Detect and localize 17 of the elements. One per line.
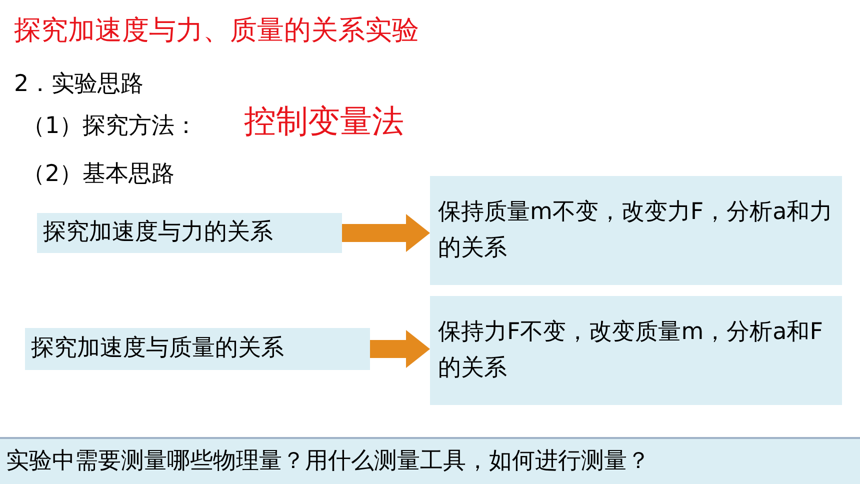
text-box [430,176,842,285]
box-text: 保持力F不变，改变质量m，分析a和F的关系 [438,318,824,382]
text-box [37,213,342,253]
text-box [430,296,842,405]
method-name: 控制变量法 [244,101,404,142]
box-text: 探究加速度与质量的关系 [31,334,284,364]
box-text: 保持质量m不变，改变力F，分析a和力的关系 [438,198,834,262]
section-label: 2．实验思路 [14,70,144,99]
block-arrow [370,330,430,368]
box-text: 实验中需要测量哪些物理量？用什么测量工具，如何进行测量？ [6,446,650,476]
text-box [25,328,370,370]
box-text: 探究加速度与力的关系 [43,218,273,248]
section-label: （2）基本思路 [22,160,175,189]
question-band [0,437,860,484]
title: 探究加速度与力、质量的关系实验 [14,14,419,48]
block-arrow [342,214,430,252]
section-label: （1）探究方法： [22,112,198,141]
